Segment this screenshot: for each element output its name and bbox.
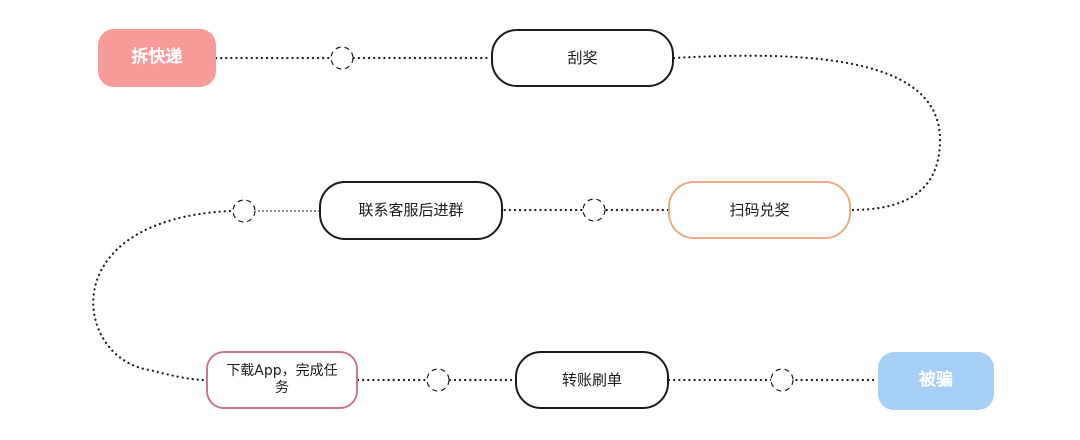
node-end: 被骗	[878, 352, 994, 410]
connector-scratch-to-scan	[672, 54, 942, 212]
midpoint-marker-3	[232, 199, 256, 223]
midpoint-marker-2	[582, 198, 606, 222]
midpoint-marker-1	[330, 46, 354, 70]
node-download: 下载App，完成任务	[206, 351, 358, 409]
connector-contact-to-download	[92, 209, 232, 382]
node-start: 拆快递	[98, 29, 216, 87]
node-scratch: 刮奖	[491, 29, 674, 87]
midpoint-marker-4	[426, 368, 450, 392]
midpoint-marker-5	[770, 368, 794, 392]
node-scan: 扫码兑奖	[668, 181, 851, 239]
node-contact: 联系客服后进群	[319, 181, 503, 240]
node-transfer: 转账刷单	[515, 351, 669, 409]
